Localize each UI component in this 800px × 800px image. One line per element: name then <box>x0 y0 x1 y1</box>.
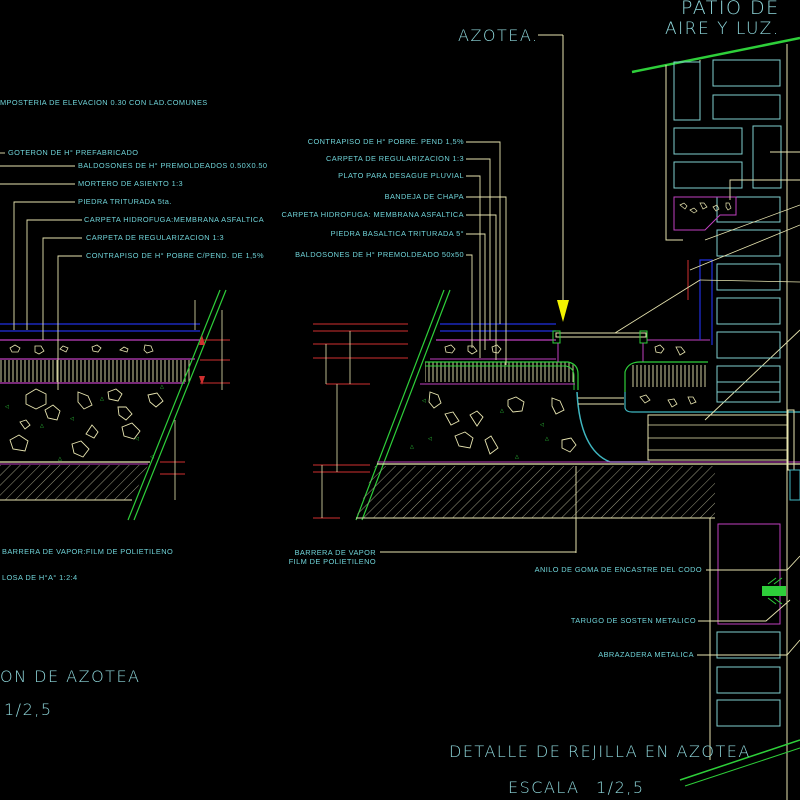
center-label-contrapiso: CONTRAPISO DE H° POBRE. PEND 1,5% <box>307 137 464 146</box>
center-label-bandeja: BANDEJA DE CHAPA <box>384 192 464 201</box>
svg-text:◁: ◁ <box>422 398 426 404</box>
center-label-baldosones: BALDOSONES DE H° PREMOLDEADO 50x50 <box>295 250 464 259</box>
patio-title-line1: PATIO DE <box>681 0 780 19</box>
masonry-wall <box>631 36 800 800</box>
left-label-baldosones: BALDOSONES DE H° PREMOLDEADOS 0.50X0.50 <box>78 161 268 170</box>
right-label-abrazadera: ABRAZADERA METALICA <box>598 650 694 659</box>
svg-text:◁: ◁ <box>5 404 9 410</box>
center-label-carpeta-regularizacion: CARPETA DE REGULARIZACION 1:3 <box>326 154 464 163</box>
left-detail-scale: 1/2,5 <box>4 700 53 719</box>
svg-text:△: △ <box>100 396 104 402</box>
center-label-carpeta-hidrofuga: CARPETA HIDROFUGA: MEMBRANA ASFALTICA <box>281 210 464 219</box>
left-label-piedra: PIEDRA TRITURADA 5ta. <box>78 197 172 206</box>
svg-text:△: △ <box>410 444 414 450</box>
footer-scale-value: 1/2,5 <box>596 778 645 797</box>
center-label-barrera-2: FILM DE POLIETILENO <box>288 557 376 566</box>
left-label-contrapiso: CONTRAPISO DE H° POBRE C/PEND. DE 1,5% <box>86 251 264 260</box>
svg-text:◁: ◁ <box>428 436 432 442</box>
svg-text:◁: ◁ <box>70 416 74 422</box>
svg-text:△: △ <box>160 384 164 390</box>
left-label-goteron: GOTERON DE H° PREFABRICADO <box>8 148 139 157</box>
drain-arrow-icon <box>557 300 569 322</box>
left-label-barrera: BARRERA DE VAPOR:FILM DE POLIETILENO <box>2 547 174 556</box>
footer-title: DETALLE DE REJILLA EN AZOTEA <box>449 742 751 761</box>
azotea-label: AZOTEA. <box>458 26 539 45</box>
left-label-carpeta-hidrofuga: CARPETA HIDROFUGA:MEMBRANA ASFALTICA <box>84 215 265 224</box>
svg-text:△: △ <box>500 408 504 414</box>
right-label-tarugo: TARUGO DE SOSTEN METALICO <box>570 616 696 625</box>
left-label-losa: LOSA DE H°A° 1:2:4 <box>2 573 78 582</box>
patio-title-line2: AIRE Y LUZ. <box>665 19 780 39</box>
center-label-plato: PLATO PARA DESAGUE PLUVIAL <box>338 171 464 180</box>
svg-text:△: △ <box>58 456 62 462</box>
right-label-anillo: ANILO DE GOMA DE ENCASTRE DEL CODO <box>534 565 702 574</box>
svg-text:△: △ <box>40 423 44 429</box>
svg-text:△: △ <box>545 436 549 442</box>
left-label-carpeta-regularizacion: CARPETA DE REGULARIZACION 1:3 <box>86 233 224 242</box>
center-label-piedra-basaltica: PIEDRA BASALTICA TRITURADA 5° <box>330 229 464 238</box>
left-label-mamposteria: MPOSTERIA DE ELEVACION 0.30 CON LAD.COMU… <box>0 98 208 107</box>
center-section: ◁ ◁ △ ◁ △ △ △ <box>313 34 800 553</box>
left-section: ◁ △ ◁ △ ◁ △ △ ◁ <box>0 152 230 521</box>
left-detail-title: ON DE AZOTEA <box>0 667 141 686</box>
svg-text:◁: ◁ <box>540 422 544 428</box>
center-label-barrera-1: BARRERA DE VAPOR <box>294 548 376 557</box>
left-label-mortero: MORTERO DE ASIENTO 1:3 <box>78 179 184 188</box>
svg-text:△: △ <box>515 454 519 460</box>
svg-text:◁: ◁ <box>135 436 139 442</box>
footer-scale-label: ESCALA <box>508 778 580 797</box>
svg-text:◁: ◁ <box>150 454 154 460</box>
